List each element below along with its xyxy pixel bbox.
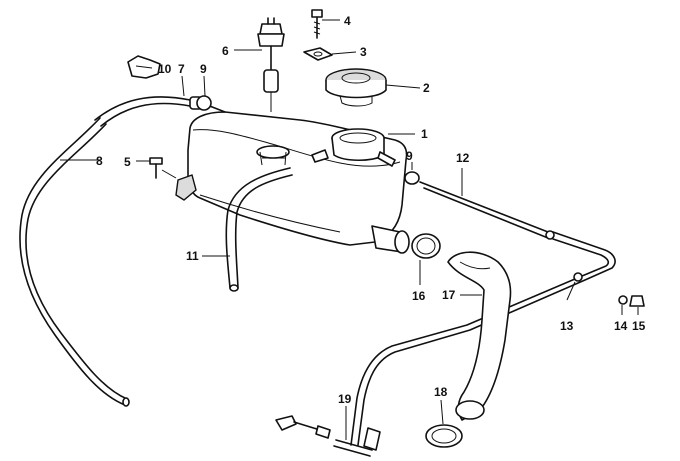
level-sender-6 — [257, 17, 285, 112]
callout-3: 3 — [360, 45, 367, 59]
leader-lines — [60, 19, 639, 440]
hose-8 — [19, 117, 130, 407]
expansion-tank — [175, 111, 410, 254]
radiator-hose-17 — [447, 251, 512, 421]
callout-7: 7 — [178, 62, 185, 76]
callout-5: 5 — [124, 155, 131, 169]
callout-11: 11 — [186, 249, 199, 263]
hose-11 — [225, 167, 293, 292]
callout-18: 18 — [434, 385, 448, 399]
callout-2: 2 — [423, 81, 430, 95]
bracket-3 — [303, 47, 333, 61]
callout-10: 10 — [158, 62, 172, 76]
clip-10 — [127, 55, 161, 79]
clamp-9-right — [404, 171, 420, 185]
callout-16: 16 — [412, 289, 426, 303]
clamp-9-left — [196, 95, 212, 111]
callout-9-right: 9 — [406, 149, 413, 163]
screw-4 — [311, 9, 323, 39]
callout-15: 15 — [632, 319, 646, 333]
hose-clamp-18 — [425, 424, 463, 448]
cap-15 — [629, 295, 645, 307]
callout-1: 1 — [421, 127, 428, 141]
bolt-5 — [149, 157, 177, 179]
pipe-13 — [350, 231, 616, 446]
callout-14: 14 — [614, 319, 628, 333]
callout-13: 13 — [560, 319, 574, 333]
hose-clamp-16 — [411, 233, 441, 259]
connector-19 — [275, 415, 381, 457]
nut-14 — [618, 295, 628, 305]
cap-2 — [325, 68, 387, 107]
hose-12 — [419, 181, 555, 240]
callout-19: 19 — [338, 392, 352, 406]
callout-4: 4 — [344, 14, 351, 28]
callout-6: 6 — [222, 44, 229, 58]
callout-8: 8 — [96, 154, 103, 168]
callout-17: 17 — [442, 288, 456, 302]
callout-12: 12 — [456, 151, 470, 165]
callout-labels: 1 2 3 4 5 6 7 8 9 9 10 11 12 13 14 15 16… — [96, 14, 646, 406]
callout-9-left: 9 — [200, 62, 207, 76]
